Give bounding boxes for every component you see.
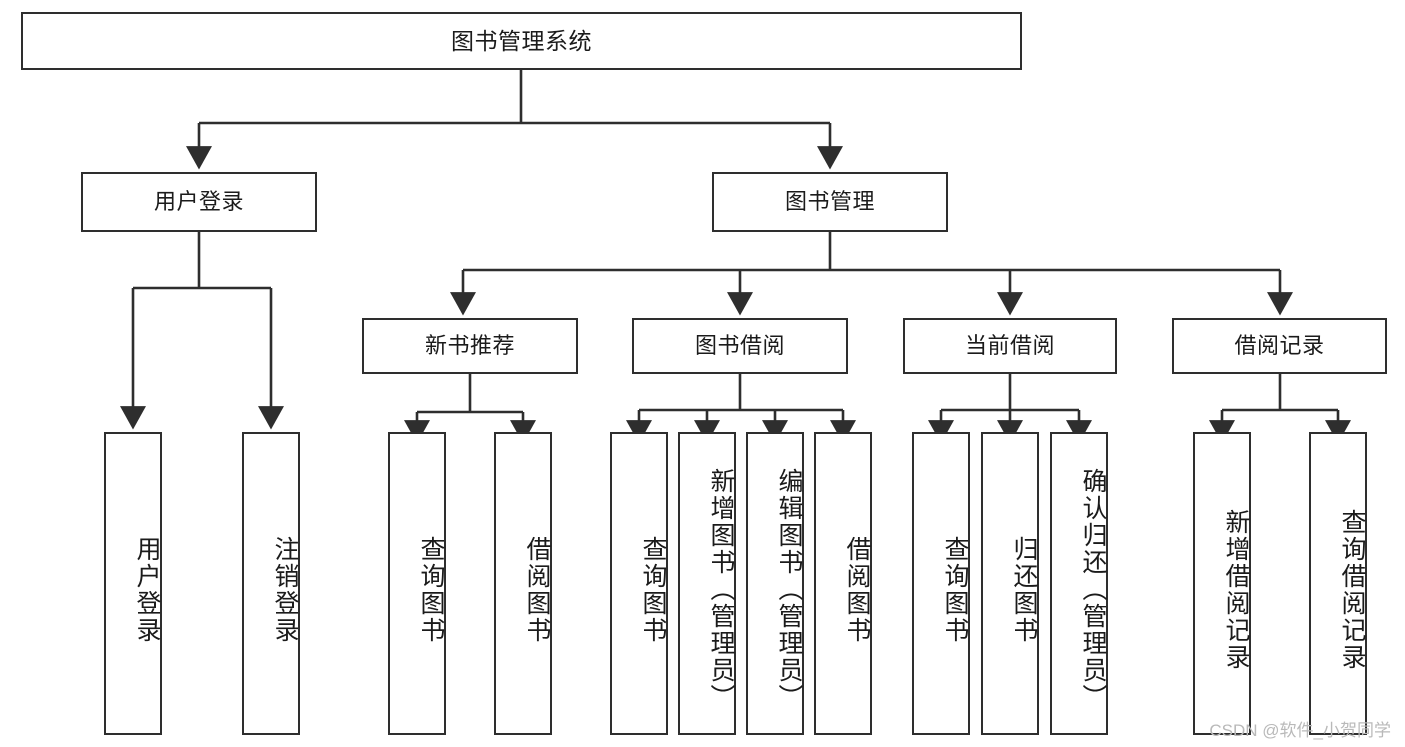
leaf-borrow-book[interactable]: 借阅图书 bbox=[814, 432, 872, 735]
leaf-add-book-admin[interactable]: 新增图书（管理员） bbox=[678, 432, 736, 735]
leaf-query-book-borrow[interactable]: 查询图书 bbox=[610, 432, 668, 735]
leaf-confirm-return-admin[interactable]: 确认归还（管理员） bbox=[1050, 432, 1108, 735]
leaf-user-login[interactable]: 用户登录 bbox=[104, 432, 162, 735]
node-book-borrow[interactable]: 图书借阅 bbox=[632, 318, 848, 374]
leaf-query-book-current[interactable]: 查询图书 bbox=[912, 432, 970, 735]
node-current-borrow[interactable]: 当前借阅 bbox=[903, 318, 1117, 374]
leaf-add-borrow-record[interactable]: 新增借阅记录 bbox=[1193, 432, 1251, 735]
node-new-book-recommend[interactable]: 新书推荐 bbox=[362, 318, 578, 374]
node-borrow-record[interactable]: 借阅记录 bbox=[1172, 318, 1387, 374]
node-book-manage[interactable]: 图书管理 bbox=[712, 172, 948, 232]
leaf-edit-book-admin[interactable]: 编辑图书（管理员） bbox=[746, 432, 804, 735]
node-user-login[interactable]: 用户登录 bbox=[81, 172, 317, 232]
leaf-query-borrow-record[interactable]: 查询借阅记录 bbox=[1309, 432, 1367, 735]
leaf-return-book[interactable]: 归还图书 bbox=[981, 432, 1039, 735]
leaf-query-book-recommend[interactable]: 查询图书 bbox=[388, 432, 446, 735]
leaf-logout-login[interactable]: 注销登录 bbox=[242, 432, 300, 735]
node-root-system[interactable]: 图书管理系统 bbox=[21, 12, 1022, 70]
leaf-borrow-book-recommend[interactable]: 借阅图书 bbox=[494, 432, 552, 735]
